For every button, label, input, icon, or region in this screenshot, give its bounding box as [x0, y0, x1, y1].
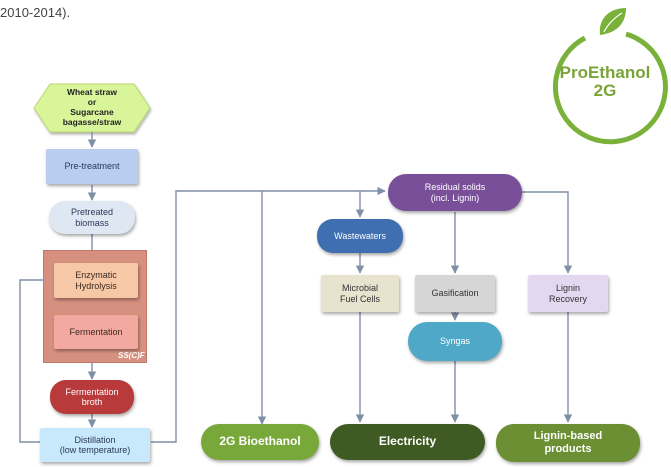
microbial-fuel-cells-box: Microbial Fuel Cells: [321, 275, 399, 312]
distillation-label: Distillation (low temperature): [59, 434, 131, 455]
header-text-fragment: 2010-2014).: [0, 5, 71, 20]
lignin-recovery-box: Lignin Recovery: [528, 275, 608, 312]
gasification-label: Gasification: [431, 288, 479, 299]
leaf-sprout-icon: [599, 8, 626, 35]
pretreatment-label: Pre-treatment: [64, 161, 120, 172]
fermentation-label: Fermentation: [69, 326, 123, 337]
wastewaters-box: Wastewaters: [317, 219, 403, 253]
logo: ProEthanol 2G: [555, 64, 655, 100]
feedstock-hexagon: [33, 83, 151, 133]
fermentation-broth-box: Fermentation broth: [50, 380, 134, 414]
residual-solids-label: Residual solids (incl. Lignin): [424, 182, 486, 203]
pretreatment-box: Pre-treatment: [46, 149, 138, 184]
logo-ring: [552, 8, 668, 145]
electricity-label: Electricity: [378, 434, 437, 449]
feedstock-label: Wheat straw or Sugarcane bagasse/straw: [62, 87, 122, 127]
lignin-products-box: Lignin-based products: [496, 424, 640, 462]
electricity-box: Electricity: [330, 424, 485, 460]
pretreated-biomass-box: Pretreated biomass: [49, 201, 135, 234]
lignin-products-label: Lignin-based products: [533, 430, 603, 455]
enzymatic-hydrolysis-label: Enzymatic Hydrolysis: [75, 270, 117, 291]
bioethanol-box: 2G Bioethanol: [201, 424, 319, 460]
microbial-fuel-cells-label: Microbial Fuel Cells: [339, 283, 380, 304]
gasification-box: Gasification: [415, 275, 495, 312]
pretreated-biomass-label: Pretreated biomass: [70, 207, 114, 228]
logo-subtitle: 2G: [593, 80, 617, 100]
fermentation-box: Fermentation: [54, 315, 138, 349]
syngas-label: Syngas: [439, 336, 471, 347]
logo-title: ProEthanol: [559, 63, 651, 82]
lignin-recovery-label: Lignin Recovery: [548, 283, 587, 304]
syngas-box: Syngas: [408, 322, 502, 361]
wastewaters-label: Wastewaters: [334, 230, 386, 241]
distillation-box: Distillation (low temperature): [40, 428, 150, 462]
residual-solids-box: Residual solids (incl. Lignin): [388, 174, 522, 211]
enzymatic-hydrolysis-box: Enzymatic Hydrolysis: [54, 263, 138, 298]
bioethanol-label: 2G Bioethanol: [219, 434, 301, 449]
ssf-label: SS(C)F: [118, 351, 145, 360]
fermentation-broth-label: Fermentation broth: [65, 386, 119, 407]
